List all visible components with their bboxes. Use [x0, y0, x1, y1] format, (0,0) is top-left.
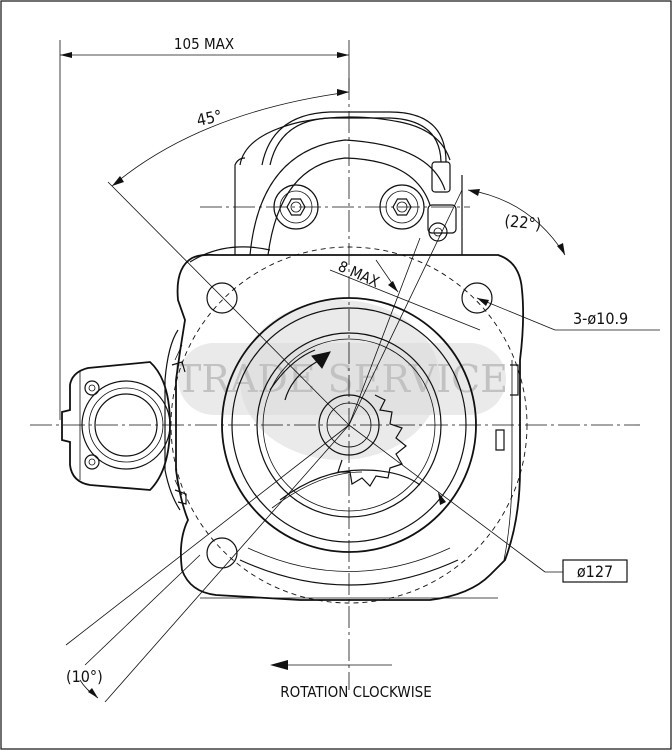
center-lines: [30, 78, 640, 690]
dim-terminal-angle: (22°): [348, 189, 566, 426]
dim-width: 105 MAX: [59, 35, 350, 420]
callout-pilot: ø127: [348, 424, 628, 583]
callout-holes: 3-ø10.9: [476, 297, 660, 331]
rotation-note-label: ROTATION CLOCKWISE: [280, 683, 432, 701]
nose-housing: [221, 297, 477, 586]
callout-pilot-label: ø127: [577, 562, 613, 581]
mount-hole-top-right: [461, 282, 493, 314]
dim-ref-angle-label: (10°): [66, 667, 103, 686]
mount-hole-top-left: [206, 282, 238, 314]
watermark-logo: TRADE SERVICE: [176, 300, 508, 460]
dim-ref-angle: (10°): [65, 424, 350, 703]
dim-width-label: 105 MAX: [174, 35, 234, 53]
pinion: [318, 394, 380, 456]
dim-offset-label: 8 MAX: [335, 257, 382, 291]
dim-mount-angle-label: 45°: [195, 106, 224, 130]
rotation-note: ROTATION CLOCKWISE: [270, 660, 432, 701]
callout-holes-label: 3-ø10.9: [573, 309, 628, 328]
dim-terminal-angle-label: (22°): [504, 211, 543, 234]
mount-hole-bottom-left: [206, 537, 238, 569]
harness-connector: [61, 361, 171, 491]
motor-body: [164, 329, 187, 511]
bolt-circle: [170, 246, 528, 604]
solenoid: [234, 111, 463, 256]
mounting-flange: [175, 246, 525, 601]
pilot-box: [562, 559, 628, 583]
dim-mount-angle: 45°: [107, 89, 350, 426]
